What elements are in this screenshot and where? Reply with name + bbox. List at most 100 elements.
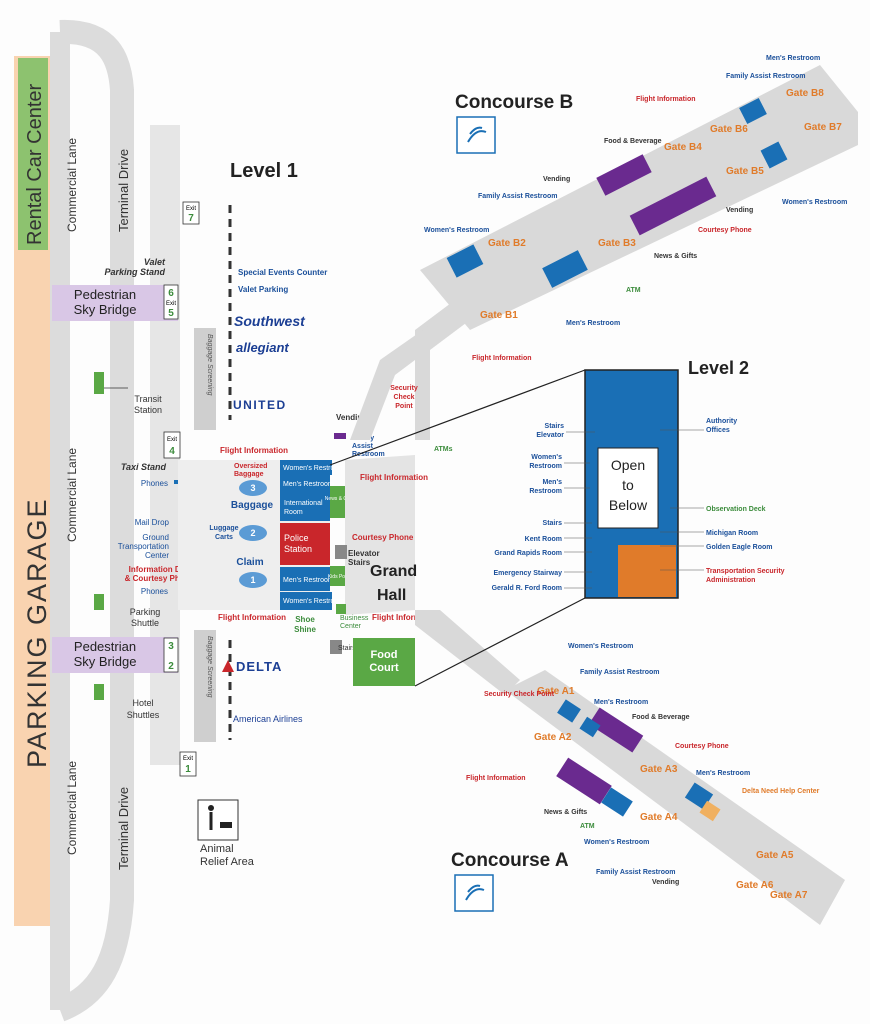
taxi-stand-label: Taxi Stand: [121, 462, 167, 472]
concourse-b-corridor: [420, 65, 858, 330]
mens-restroom-a-label: Men's Restroom: [594, 699, 648, 706]
svg-text:Men's Restroom: Men's Restroom: [283, 481, 334, 488]
svg-text:Court: Court: [369, 662, 399, 674]
svg-text:2: 2: [250, 528, 255, 538]
svg-text:Kids Port: Kids Port: [328, 574, 349, 580]
l2-womens-1: Women's: [531, 454, 562, 461]
svg-text:News & Gift: News & Gift: [325, 496, 352, 502]
allegiant-logo: allegiant: [236, 340, 289, 355]
mens-restroom-l1-north: [280, 475, 330, 493]
svg-text:Exit: Exit: [186, 206, 196, 212]
svg-text:Exit: Exit: [167, 437, 177, 443]
l2-mens-2: Restroom: [529, 488, 562, 495]
transit-station-icon: [94, 372, 104, 394]
l2-womens-2: Restroom: [529, 463, 562, 470]
mens-restroom-a3-label: Men's Restroom: [696, 770, 750, 777]
family-assist-b2-label: Family Assist Restroom: [478, 193, 558, 200]
news-gift-shop: [330, 486, 346, 518]
news-gifts-a: [556, 757, 612, 805]
parking-garage-label: PARKING GARAGE: [22, 497, 52, 768]
connector-corridor-a: [415, 610, 520, 695]
womens-restroom-a4-label: Women's Restroom: [584, 839, 649, 846]
gate-b4-label: Gate B4: [664, 142, 702, 153]
womens-restroom-b-label: Women's Restroom: [782, 199, 847, 206]
parking-shuttle-label-1: Parking: [130, 607, 161, 617]
rental-car-center-band: [18, 58, 48, 250]
animal-relief-label-2: Relief Area: [200, 856, 255, 868]
gate-a5-label: Gate A5: [756, 850, 794, 861]
svg-text:7: 7: [188, 213, 194, 224]
terminal-drive-label-1: Terminal Drive: [116, 149, 131, 232]
l2-stairs-1: Stairs: [545, 423, 565, 430]
womens-restroom-a1: [557, 699, 581, 723]
svg-text:Food: Food: [371, 649, 398, 661]
vending-icon-l1: [334, 433, 346, 439]
womens-restroom-b7: [760, 141, 788, 169]
sky-bridge-south-line2: Sky Bridge: [74, 654, 137, 669]
security-checkpoint-b-3: Point: [395, 403, 413, 410]
baggage-screening-north-label: Baggage Screening: [206, 334, 213, 396]
family-assist-a-label: Family Assist Restroom: [580, 669, 660, 676]
flight-info-b-bottom: Flight Information: [472, 355, 532, 362]
phones-label-1: Phones: [141, 479, 168, 488]
sky-bridge-north-line2: Sky Bridge: [74, 302, 137, 317]
gtc-label-1: Ground: [142, 533, 169, 542]
family-assist-l1-3: Restroom: [352, 451, 385, 458]
mens-restroom-b8: [739, 97, 767, 125]
valet-stand-label-2: Parking Stand: [104, 267, 165, 277]
flight-info-a-label: Flight Information: [466, 775, 526, 782]
svg-text:1: 1: [250, 575, 255, 585]
exit-3-2: 3 2: [163, 637, 179, 673]
hotel-shuttles-icon: [94, 684, 104, 700]
valet-parking-label: Valet Parking: [238, 285, 288, 294]
phones-label-2: Phones: [141, 587, 168, 596]
claim-label: Claim: [236, 557, 263, 568]
security-a-label: Security Check Point: [484, 691, 555, 698]
elevator-stairs-label-2: Stairs: [348, 558, 371, 567]
l2-authority-1: Authority: [706, 418, 737, 425]
grand-hall-label-1: Grand: [370, 563, 417, 580]
flight-info-label-1: Flight Information: [220, 446, 288, 455]
info-desk-label-1: Information Desk: [129, 565, 195, 574]
l2-ford-room: Gerald R. Ford Room: [492, 585, 562, 592]
level2-title: Level 2: [688, 358, 749, 378]
l2-grand-rapids: Grand Rapids Room: [494, 550, 562, 557]
news-gifts-b-label: News & Gifts: [654, 253, 697, 260]
carousel-3: [239, 480, 267, 496]
womens-restroom-b2-label: Women's Restroom: [424, 227, 489, 234]
sky-bridge-north-line1: Pedestrian: [74, 287, 136, 302]
luggage-carts-label-2: Carts: [215, 534, 233, 541]
elevator-stairs-label-1: Elevator: [348, 549, 380, 558]
gate-b6-label: Gate B6: [710, 124, 748, 135]
atm-b-label: ATM: [626, 287, 641, 294]
womens-restroom-b2: [446, 244, 484, 278]
delta-help-center: [699, 800, 721, 822]
grand-hall-floor: [345, 455, 415, 615]
hotel-shuttles-label-2: Shuttles: [127, 710, 160, 720]
shoe-shine-label-2: Shine: [294, 625, 316, 634]
international-room: [280, 493, 330, 521]
svg-text:to: to: [622, 477, 634, 493]
rental-car-center-label: Rental Car Center: [24, 83, 46, 245]
gate-a4-label: Gate A4: [640, 812, 678, 823]
svg-text:Exit: Exit: [183, 756, 193, 762]
mail-drop-label: Mail Drop: [135, 518, 170, 527]
svg-text:Exit: Exit: [166, 301, 176, 307]
animal-relief-icon: [197, 799, 239, 841]
inset-connector-top: [329, 369, 586, 466]
svg-text:Station: Station: [284, 544, 312, 554]
open-to-below: [597, 447, 659, 529]
l2-tsa-2: Administration: [706, 577, 755, 584]
gate-a3-label: Gate A3: [640, 764, 678, 775]
gate-a7-label: Gate A7: [770, 890, 808, 901]
atms-label: ATMs: [434, 446, 453, 453]
family-assist-a4-label: Family Assist Restroom: [596, 869, 676, 876]
gate-b1-label: Gate B1: [480, 310, 518, 321]
gate-a6-label: Gate A6: [736, 880, 774, 891]
baggage-screening-north: [194, 328, 216, 430]
l2-golden-eagle: Golden Eagle Room: [706, 544, 773, 551]
vending-b-label-1: Vending: [543, 176, 570, 183]
business-center-label-1: Business: [340, 615, 369, 622]
mens-restroom-b2-label: Men's Restroom: [566, 320, 620, 327]
business-center-icon: [336, 604, 346, 614]
